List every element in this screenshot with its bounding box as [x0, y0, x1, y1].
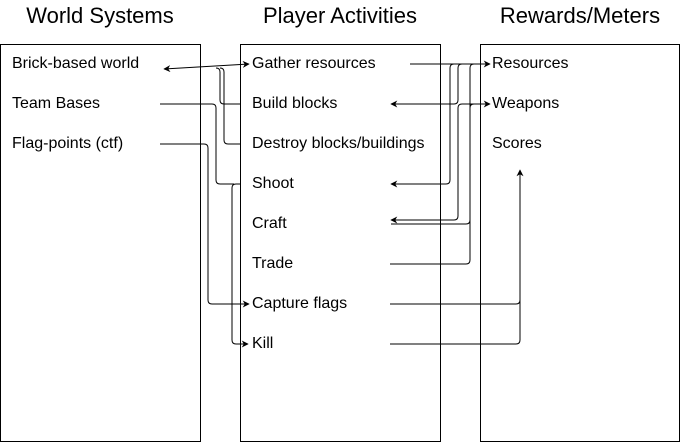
edge-destroy-blocks-world: [219, 67, 240, 145]
world-systems-box: [0, 44, 201, 442]
rewards-meters-title: Rewards/Meters: [499, 3, 661, 28]
world-systems-title: World Systems: [26, 3, 174, 28]
rewards-meters-box: [480, 44, 680, 442]
activity-item-trade: Trade: [252, 255, 294, 272]
edge-resources-shoot: [390, 63, 490, 188]
edge-craft-weapons: [391, 100, 491, 225]
activity-item-gather-resources: Gather resources: [252, 55, 376, 72]
edge-flag-points-capture: [160, 143, 250, 308]
world-item-brick-based-world: Brick-based world: [12, 55, 140, 72]
world-item-team-bases: Team Bases: [12, 95, 101, 112]
reward-item-scores: Scores: [492, 135, 542, 152]
reward-item-weapons: Weapons: [492, 95, 560, 112]
player-activities-box: [240, 44, 441, 442]
edge-resources-build: [390, 63, 490, 108]
reward-item-resources: Resources: [492, 55, 569, 72]
activity-item-craft: Craft: [252, 215, 287, 232]
activity-item-capture-flags: Capture flags: [252, 295, 348, 312]
edge-trade-resources: [390, 63, 490, 265]
edge-brick-world-gather: [163, 60, 250, 73]
edge-team-bases-kill: [160, 103, 234, 185]
player-activities-title: Player Activities: [262, 3, 418, 28]
activity-item-build-blocks: Build blocks: [252, 95, 338, 112]
edge-weapons-craft: [390, 103, 490, 224]
edge-kill-scores: [390, 264, 521, 345]
activity-item-kill: Kill: [252, 335, 274, 352]
edge-shoot-kill: [231, 183, 249, 348]
world-item-flag-points: Flag-points (ctf): [12, 135, 124, 152]
activity-item-destroy-blocks: Destroy blocks/buildings: [252, 135, 425, 152]
activity-item-shoot: Shoot: [252, 175, 294, 192]
edge-build-blocks-world: [215, 67, 240, 105]
edge-capture-scores: [390, 169, 524, 305]
